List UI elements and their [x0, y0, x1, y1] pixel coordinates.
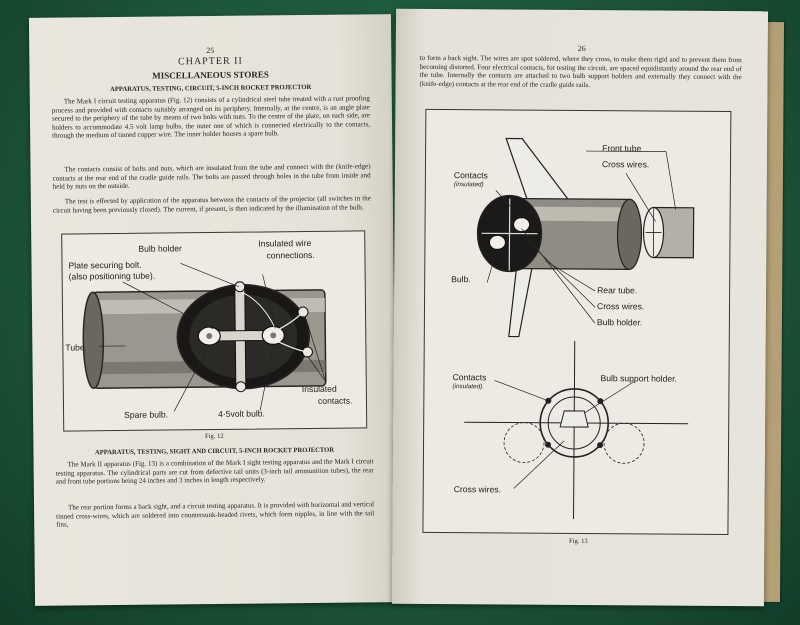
- label-volt-bulb: 4·5volt bulb.: [218, 408, 265, 419]
- paragraph-2: The contacts consist of bolts and nuts, …: [52, 162, 371, 191]
- label-spare-bulb: Spare bulb.: [124, 409, 169, 420]
- label-cross-wires-bottom: Cross wires.: [453, 484, 502, 495]
- label-bulb-holder-right: Bulb holder.: [596, 317, 643, 328]
- figure-13-caption: Fig. 13: [568, 537, 588, 546]
- paragraph-5: The rear portion forms a back sight, and…: [56, 500, 375, 529]
- right-page: 26 to form a back sight. The wires are s…: [391, 8, 769, 607]
- circuit-tester-illustration: [82, 263, 327, 412]
- label-insulated-wire: Insulated wire: [258, 237, 312, 249]
- figure-12-caption: Fig. 12: [204, 432, 224, 441]
- label-plate-securing-bolt: Plate securing bolt.: [68, 259, 142, 271]
- label-connections: connections.: [266, 249, 315, 261]
- label-bulb-support-holder: Bulb support holder.: [600, 373, 677, 384]
- paragraph-4: The Mark II apparatus (Fig. 13) is a com…: [55, 457, 374, 486]
- label-rear-tube: Rear tube.: [597, 285, 638, 296]
- sight-tester-illustration: [464, 137, 695, 519]
- label-bulb: Bulb.: [451, 274, 471, 285]
- figure-12: Bulb holder Insulated wire connections. …: [61, 230, 368, 432]
- label-insulated-bottom: (insulated).: [452, 383, 485, 391]
- label-front-tube: Front tube: [602, 143, 642, 154]
- label-insulated: Insulated: [301, 383, 337, 395]
- left-page: 25 CHAPTER II MISCELLANEOUS STORES APPAR…: [28, 14, 398, 606]
- paragraph-continuation: to form a back sight. The wires are spot…: [419, 53, 742, 89]
- subheading-1: APPARATUS, TESTING, CIRCUIT, 5-INCH ROCK…: [110, 83, 312, 94]
- label-contacts-bottom: Contacts: [452, 372, 487, 383]
- label-cross-wires-top: Cross wires.: [601, 159, 650, 170]
- section-heading: MISCELLANEOUS STORES: [152, 69, 269, 81]
- label-contacts-top: Contacts: [453, 170, 488, 181]
- figure-13: Front tube Cross wires. Contacts (insula…: [422, 108, 732, 536]
- paragraph-1: The Mark I circuit testing apparatus (Fi…: [51, 94, 371, 141]
- label-contacts: contacts.: [317, 395, 353, 406]
- paragraph-3: The test is effected by application of t…: [52, 194, 371, 215]
- label-bulb-holder: Bulb holder: [138, 243, 182, 254]
- subheading-2: APPARATUS, TESTING, SIGHT AND CIRCUIT, 5…: [94, 446, 335, 457]
- label-insulated-top: (insulated): [453, 181, 484, 189]
- label-positioning-tube: (also positioning tube).: [68, 270, 156, 282]
- label-tube: Tube.: [65, 342, 88, 353]
- label-cross-wires-mid: Cross wires.: [596, 301, 645, 312]
- page-number-right: 26: [577, 43, 586, 54]
